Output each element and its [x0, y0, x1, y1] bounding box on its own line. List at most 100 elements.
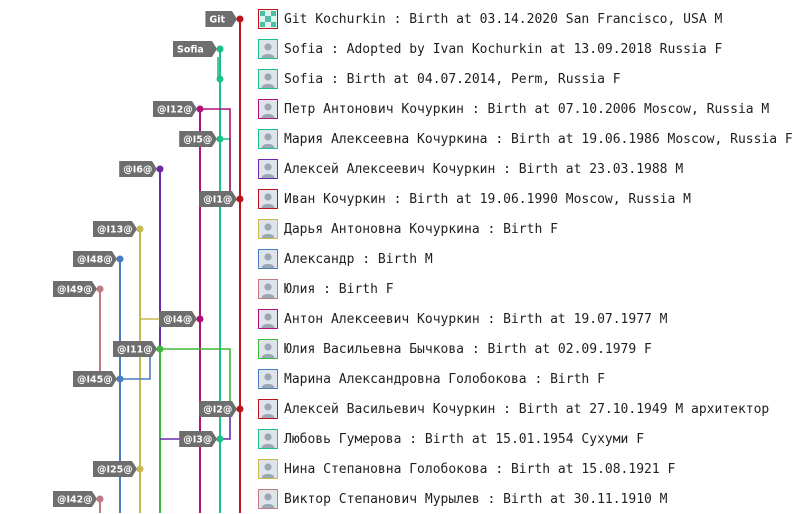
commit-message: Алексей Алексеевич Кочуркин : Birth at 2…: [284, 161, 684, 177]
commit-message: Юлия : Birth F: [284, 281, 394, 297]
commit-dot: [156, 345, 164, 353]
commit-list: Git Kochurkin : Birth at 03.14.2020 San …: [258, 0, 797, 513]
branch-tag-bg: [119, 161, 157, 177]
commit-dot: [236, 15, 244, 23]
commit-message: Антон Алексеевич Кочуркин : Birth at 19.…: [284, 311, 668, 327]
branch-tag-bg: [199, 191, 237, 207]
branch-tag[interactable]: @I4@: [159, 311, 197, 327]
commit-dot: [216, 435, 224, 443]
branch-tag[interactable]: @I11@: [113, 341, 157, 357]
commit-row[interactable]: Нина Степановна Голобокова : Birth at 15…: [258, 454, 797, 484]
branch-tag-label: @I42@: [57, 495, 93, 506]
branch-tag[interactable]: @I1@: [199, 191, 237, 207]
commit-row[interactable]: Виктор Степанович Мурылев : Birth at 30.…: [258, 484, 797, 514]
branch-tag[interactable]: @I25@: [93, 461, 137, 477]
avatar: [258, 39, 278, 59]
commit-message: Git Kochurkin : Birth at 03.14.2020 San …: [284, 11, 723, 27]
commit-row[interactable]: Любовь Гумерова : Birth at 15.01.1954 Су…: [258, 424, 797, 454]
user-icon: [259, 310, 277, 328]
user-icon: [259, 340, 277, 358]
commit-dot: [196, 105, 204, 113]
branch-tag-label: Sofia: [177, 45, 204, 56]
commit-dot: [136, 225, 144, 233]
branch-tag-label: @I3@: [183, 435, 212, 446]
branch-tag-label: @I45@: [77, 375, 113, 386]
avatar: [258, 219, 278, 239]
branch-tag[interactable]: @I13@: [93, 221, 137, 237]
commit-row[interactable]: Дарья Антоновна Кочуркина : Birth F: [258, 214, 797, 244]
branch-tag[interactable]: @I48@: [73, 251, 117, 267]
commit-row[interactable]: Мария Алексеевна Кочуркина : Birth at 19…: [258, 124, 797, 154]
branch-tag-bg: [173, 41, 217, 57]
commit-row[interactable]: Александр : Birth M: [258, 244, 797, 274]
branch-tag-bg: [73, 251, 117, 267]
user-icon: [259, 250, 277, 268]
commit-row[interactable]: Марина Александровна Голобокова : Birth …: [258, 364, 797, 394]
branch-tag-label: @I12@: [157, 105, 193, 116]
branch-tag-label: @I4@: [163, 315, 192, 326]
user-icon: [259, 160, 277, 178]
branch-tag[interactable]: @I45@: [73, 371, 117, 387]
commit-message: Алексей Васильевич Кочуркин : Birth at 2…: [284, 401, 770, 417]
branch-tag[interactable]: @I2@: [199, 401, 237, 417]
branch-tag[interactable]: @I3@: [179, 431, 217, 447]
commit-message: Марина Александровна Голобокова : Birth …: [284, 371, 605, 387]
branch-tag-bg: [93, 461, 137, 477]
branch-tag[interactable]: @I12@: [153, 101, 197, 117]
user-icon: [259, 280, 277, 298]
branch-tag-bg: [205, 11, 237, 27]
branch-tag-label: @I25@: [97, 465, 133, 476]
branch-tag-bg: [179, 431, 217, 447]
commit-row[interactable]: Sofia : Birth at 04.07.2014, Perm, Russi…: [258, 64, 797, 94]
commit-message: Юлия Васильевна Бычкова : Birth at 02.09…: [284, 341, 652, 357]
commit-dot: [136, 465, 144, 473]
commit-row[interactable]: Юлия : Birth F: [258, 274, 797, 304]
avatar: [258, 279, 278, 299]
branch-tag[interactable]: @I49@: [53, 281, 97, 297]
branch-tag[interactable]: @I5@: [179, 131, 217, 147]
branch-tag-bg: [113, 341, 157, 357]
branch-tag-label: @I1@: [203, 195, 232, 206]
branch-tag-label: @I49@: [57, 285, 93, 296]
commit-message: Мария Алексеевна Кочуркина : Birth at 19…: [284, 131, 793, 147]
avatar: [258, 399, 278, 419]
user-icon: [259, 40, 277, 58]
branch-tag[interactable]: Git: [205, 11, 237, 27]
user-icon: [259, 370, 277, 388]
user-icon: [259, 430, 277, 448]
commit-message: Нина Степановна Голобокова : Birth at 15…: [284, 461, 676, 477]
commit-row[interactable]: Алексей Алексеевич Кочуркин : Birth at 2…: [258, 154, 797, 184]
branch-tag-bg: [73, 371, 117, 387]
branch-tag-label: Git: [209, 15, 225, 26]
avatar: [258, 69, 278, 89]
user-icon: [259, 490, 277, 508]
branch-tag-bg: [199, 401, 237, 417]
commit-message: Sofia : Birth at 04.07.2014, Perm, Russi…: [284, 71, 621, 87]
commit-row[interactable]: Юлия Васильевна Бычкова : Birth at 02.09…: [258, 334, 797, 364]
avatar: [258, 249, 278, 269]
commit-row[interactable]: Антон Алексеевич Кочуркин : Birth at 19.…: [258, 304, 797, 334]
commit-dot: [196, 315, 204, 323]
commit-row[interactable]: Иван Кочуркин : Birth at 19.06.1990 Mosc…: [258, 184, 797, 214]
commit-row[interactable]: Sofia : Adopted by Ivan Kochurkin at 13.…: [258, 34, 797, 64]
avatar: [258, 489, 278, 509]
commit-row[interactable]: Git Kochurkin : Birth at 03.14.2020 San …: [258, 4, 797, 34]
commit-dot: [96, 495, 104, 503]
avatar: [258, 189, 278, 209]
avatar: [258, 339, 278, 359]
branch-tag[interactable]: @I6@: [119, 161, 157, 177]
commit-row[interactable]: Петр Антонович Кочуркин : Birth at 07.10…: [258, 94, 797, 124]
commit-message: Петр Антонович Кочуркин : Birth at 07.10…: [284, 101, 770, 117]
branch-tag-label: @I11@: [117, 345, 153, 356]
branch-tag[interactable]: Sofia: [173, 41, 217, 57]
commit-row[interactable]: Алексей Васильевич Кочуркин : Birth at 2…: [258, 394, 797, 424]
branch-tag[interactable]: @I42@: [53, 491, 97, 507]
identicon-icon: [260, 11, 276, 27]
commit-message: Дарья Антоновна Кочуркина : Birth F: [284, 221, 558, 237]
commit-message: Виктор Степанович Мурылев : Birth at 30.…: [284, 491, 668, 507]
commit-message: Любовь Гумерова : Birth at 15.01.1954 Су…: [284, 431, 645, 447]
branch-tag-bg: [159, 311, 197, 327]
commit-dot: [116, 375, 124, 383]
avatar: [258, 369, 278, 389]
user-icon: [259, 190, 277, 208]
